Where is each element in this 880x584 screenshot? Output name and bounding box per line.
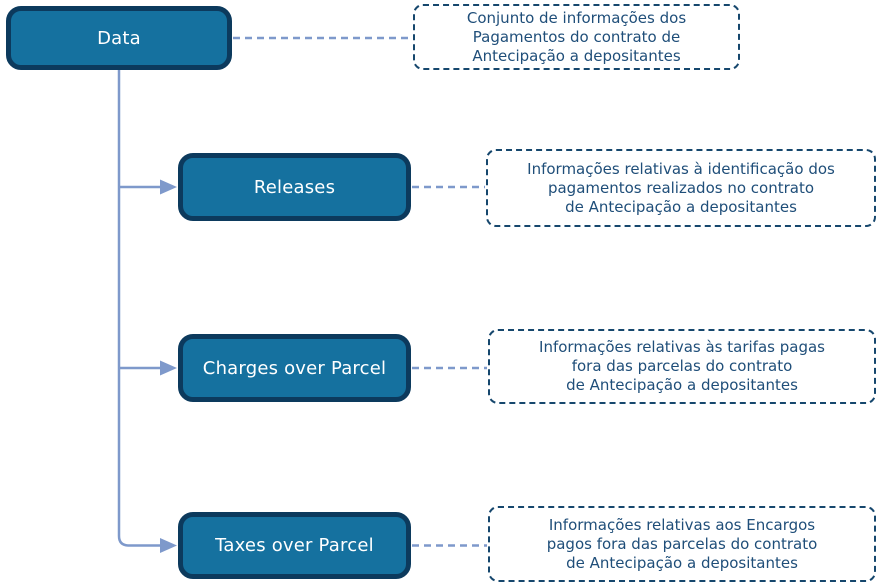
note-data-text: Conjunto de informações dos Pagamentos d… bbox=[466, 8, 687, 65]
arrowhead-icon-charges bbox=[160, 360, 177, 376]
note-charges-over-parcel-text: Informações relativas às tarifas pagas f… bbox=[539, 338, 825, 394]
note-taxes-over-parcel: Informações relativas aos Encargos pagos… bbox=[488, 506, 876, 582]
note-releases: Informações relativas à identificação do… bbox=[486, 149, 876, 227]
tree-trunk-line bbox=[117, 70, 161, 547]
node-charges-over-parcel-label: Charges over Parcel bbox=[202, 357, 387, 379]
node-releases: Releases bbox=[178, 153, 411, 221]
node-data: Data bbox=[6, 6, 232, 70]
node-data-label: Data bbox=[97, 27, 141, 49]
arrowhead-icon-releases bbox=[160, 179, 177, 195]
node-taxes-over-parcel-label: Taxes over Parcel bbox=[215, 535, 374, 556]
note-charges-over-parcel: Informações relativas às tarifas pagas f… bbox=[488, 329, 876, 404]
node-charges-over-parcel: Charges over Parcel bbox=[178, 334, 411, 402]
note-taxes-over-parcel-text: Informações relativas aos Encargos pagos… bbox=[546, 515, 818, 572]
node-taxes-over-parcel: Taxes over Parcel bbox=[178, 512, 411, 579]
node-releases-label: Releases bbox=[253, 176, 336, 198]
note-data: Conjunto de informações dos Pagamentos d… bbox=[413, 4, 740, 70]
note-releases-text: Informações relativas à identificação do… bbox=[527, 159, 835, 216]
arrowhead-icon-taxes bbox=[160, 538, 177, 553]
